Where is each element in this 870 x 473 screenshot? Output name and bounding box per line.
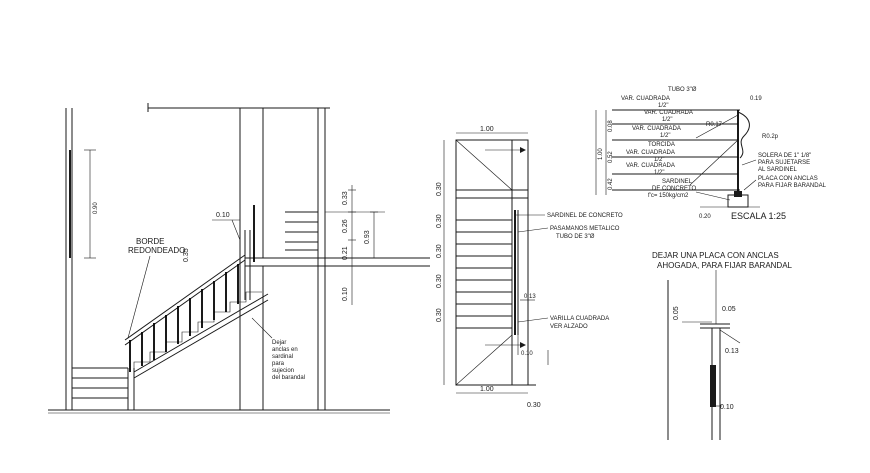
anchor-title-2: AHOGADA, PARA FIJAR BARANDAL [657, 261, 793, 270]
dim-090: 0.90 [93, 202, 99, 214]
step-profile [133, 291, 262, 372]
note-anclas-1: Dejar [272, 340, 286, 346]
rail-label-var-3: VAR. CUADRADA [632, 126, 681, 132]
anchor-title-1: DEJAR UNA PLACA CON ANCLAS [652, 251, 779, 260]
balusters [129, 264, 239, 372]
plan-diagonal [455, 139, 513, 191]
note-borde-line2: REDONDEADO [128, 246, 185, 255]
rail-dim-radius: R0.17 [706, 122, 723, 128]
note-anclas-leader [251, 317, 273, 339]
stringer-line-lower [133, 299, 269, 379]
plan-treads [456, 219, 512, 329]
rail-label-solera-1: SOLERA DE 1" 1/8" [758, 153, 811, 159]
dim-010b: 0.10 [342, 287, 349, 301]
rail-leader-placa [743, 179, 757, 191]
plan-tread-2: 0.30 [436, 244, 443, 258]
anchor-detail: DEJAR UNA PLACA CON ANCLAS AHOGADA, PARA… [652, 251, 793, 440]
anchor-bolt [710, 365, 716, 407]
dim-035: 0.35 [183, 248, 190, 262]
note-anclas-3: sardinal [272, 354, 293, 360]
plan-tread-1: 0.30 [436, 214, 443, 228]
anchor-dim-013: 0.13 [725, 348, 739, 355]
rail-label-var-3-size: 1/2" [660, 133, 670, 139]
anchor-dim-010: 0.10 [720, 404, 734, 411]
rail-diagonal-1 [695, 114, 739, 139]
dim-026: 0.26 [342, 219, 349, 233]
plan-diagonal-lower [455, 334, 513, 386]
plan-dim-013: 0.13 [524, 294, 536, 300]
rail-label-torcida: TORCIDA [648, 142, 675, 148]
label-pasamanos-1: PASAMANOS METALICO [550, 226, 620, 232]
rail-label-var-1-size: 1/2" [658, 103, 668, 109]
rail-label-solera-2: PARA SUJETARSE [758, 160, 810, 166]
note-anclas-6: del barandal [272, 375, 305, 381]
rail-label-var-5: VAR. CUADRADA [626, 163, 675, 169]
rail-label-var-1: VAR. CUADRADA [621, 96, 670, 102]
label-pasamanos-2: TUBO DE 3"Ø [556, 234, 595, 240]
note-borde-line1: BORDE [136, 237, 164, 246]
stair-elevation: 0.33 0.26 0.93 0.21 0.10 0.10 0.35 0.90 … [48, 103, 430, 414]
handrail-top [124, 254, 246, 341]
handrail-top-inner [124, 259, 246, 346]
rail-dim-r02: R0.2p [762, 134, 779, 140]
rail-dim-vert-0: 0.08 [608, 120, 614, 132]
elevation-dim-chain [348, 185, 378, 305]
rail-leader-sardinel [695, 191, 731, 201]
plan-dim-010: 0.10 [521, 351, 533, 357]
rail-label-var-4-size: 1/2" [654, 157, 664, 163]
note-borde-leader [127, 255, 151, 339]
rail-diagonal-2 [689, 139, 739, 186]
dim-010-leader [231, 219, 241, 241]
rail-dim-total: 1.00 [598, 148, 604, 160]
note-anclas-5: sujecion [272, 368, 294, 374]
anchor-leader [719, 329, 741, 344]
label-varilla-2: VER ALZADO [550, 324, 588, 330]
note-anclas-4: para [272, 361, 285, 367]
rail-label-var-2-size: 1/2" [662, 117, 672, 123]
label-varilla-1: VARILLA CUADRADA [550, 316, 609, 322]
railing-detail: 0.08 0.52 0.42 1.00 TUBO 3"Ø VAR. CUADRA… [595, 87, 827, 221]
leader-varilla [517, 317, 549, 323]
rail-label-placa-1: PLACA CON ANCLAS [758, 176, 818, 182]
lower-steps [72, 367, 135, 410]
rail-twist [737, 111, 750, 159]
stair-plan: 1.00 1.00 0.30 0.30 0.30 0.30 0.30 0.30 … [436, 126, 623, 409]
dim-021: 0.21 [342, 246, 349, 260]
dim-010: 0.10 [216, 212, 230, 219]
rail-leader-solera [741, 159, 757, 166]
note-anclas-2: anclas en [272, 347, 298, 353]
plan-arrow-head-lower [520, 342, 526, 348]
rail-label-solera-3: AL SARDINEL [758, 167, 797, 173]
leader-pasamanos [517, 227, 549, 233]
plan-dim-top-label: 1.00 [480, 126, 494, 133]
plan-dim-side-right: 0.30 [527, 402, 541, 409]
rail-label-sardinel-3: f'c= 150kg/cm2 [648, 193, 689, 199]
plan-outline [455, 139, 529, 386]
rail-anchor-plate [734, 191, 742, 197]
rail-dim-020: 0.20 [699, 214, 711, 220]
rail-label-tubo: TUBO 3"Ø [668, 87, 697, 93]
stringer-line [133, 293, 269, 373]
plan-tread-0: 0.30 [436, 182, 443, 196]
rail-label-var-2: VAR. CUADRADA [644, 110, 693, 116]
rail-label-placa-2: PARA FIJAR BARANDAL [758, 183, 827, 189]
rail-dim-vert-1: 0.52 [608, 151, 614, 163]
rail-label-sardinel-1: SARDINEL [662, 179, 693, 185]
rail-label-var-5-size: 1/2" [654, 170, 664, 176]
rail-dim-vert-2: 0.42 [608, 178, 614, 190]
plan-tread-3: 0.30 [436, 274, 443, 288]
rail-label-sardinel-2: DE CONCRETO [652, 186, 697, 192]
plan-arrow-head [520, 147, 526, 153]
anchor-dim-005a: 0.05 [673, 306, 680, 320]
dim-033: 0.33 [342, 191, 349, 205]
rail-dim-019: 0.19 [750, 96, 762, 102]
label-sardinel: SARDINEL DE CONCRETO [547, 213, 623, 219]
anchor-dim-005b: 0.05 [722, 306, 736, 313]
rail-label-var-4: VAR. CUADRADA [626, 150, 675, 156]
plan-tread-4: 0.30 [436, 308, 443, 322]
dim-093: 0.93 [364, 230, 371, 244]
plan-dim-bottom-label: 1.00 [480, 386, 494, 393]
rail-scale: ESCALA 1:25 [731, 211, 786, 221]
